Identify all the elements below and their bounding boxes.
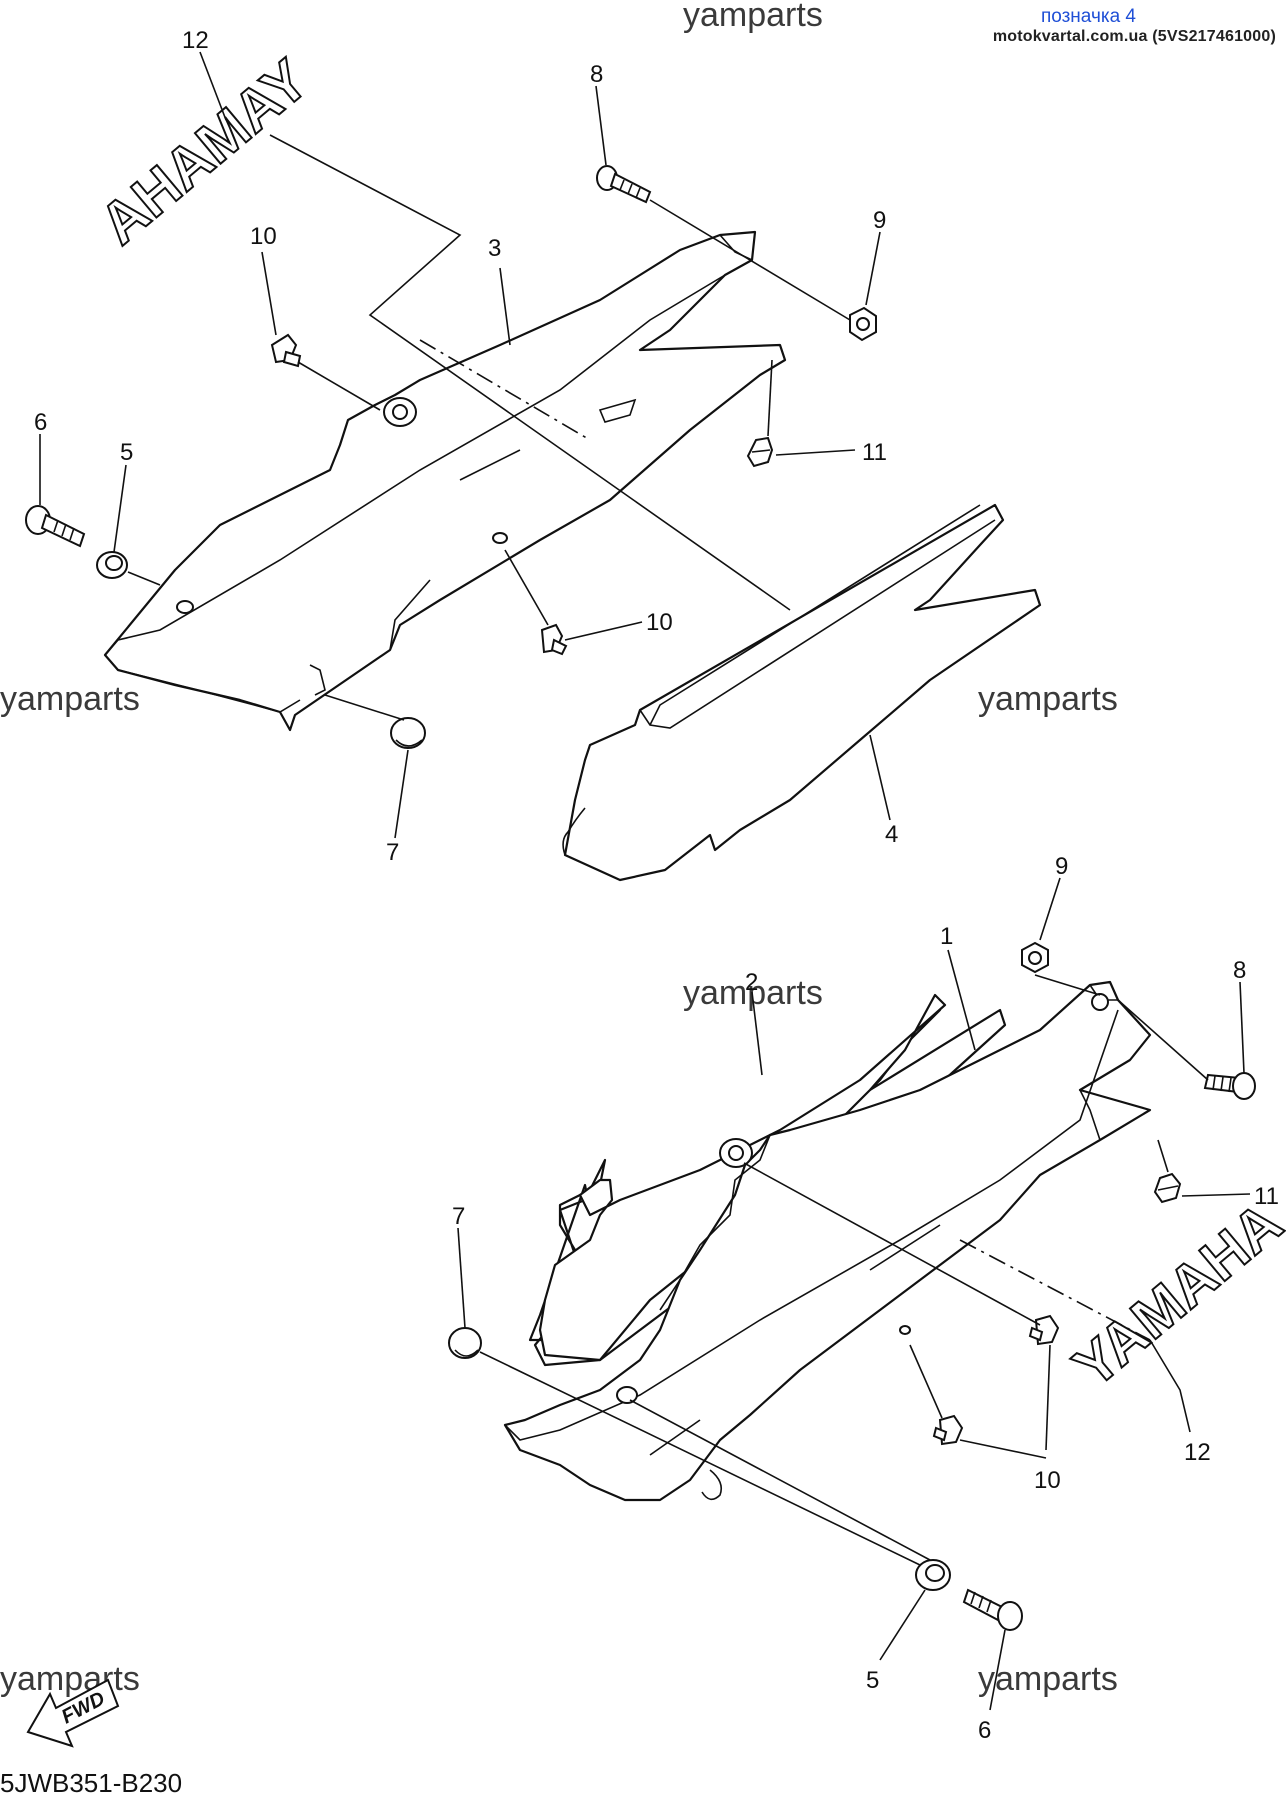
fwd-arrow-icon: FWD <box>26 1678 120 1748</box>
part-4-side-panel <box>562 503 1042 882</box>
callout-11-bottom: 11 <box>1254 1183 1279 1210</box>
clip-11-top <box>746 436 774 468</box>
callout-4: 4 <box>885 821 898 848</box>
part-1-side-cover <box>503 980 1152 1502</box>
header-source: motokvartal.com.ua (5VS217461000) <box>992 28 1276 45</box>
callout-10-top-upper: 10 <box>250 223 277 250</box>
callout-8-top: 8 <box>590 61 603 88</box>
callout-5-top: 5 <box>120 439 133 466</box>
callout-7-top: 7 <box>386 839 399 866</box>
clip-11-bottom <box>1153 1172 1182 1204</box>
bolt-8-bottom <box>1203 1072 1256 1100</box>
callout-6-top: 6 <box>34 409 47 436</box>
top-leaders <box>39 51 891 839</box>
clip-10-top-upper <box>270 333 302 368</box>
callout-12-bottom: 12 <box>1184 1439 1211 1466</box>
watermark-top: yamparts <box>683 0 823 34</box>
callout-10-top-lower: 10 <box>646 609 673 636</box>
diagram-code: 5JWB351-B230 <box>0 1768 182 1798</box>
header-label: позначка 4 <box>1040 6 1136 27</box>
callout-6-bottom: 6 <box>978 1717 991 1744</box>
decal-text-bottom: YAMAHA <box>1062 1190 1286 1400</box>
cap-7-bottom <box>448 1327 482 1359</box>
callout-8-bottom: 8 <box>1233 957 1246 984</box>
callout-5-bottom: 5 <box>866 1667 879 1694</box>
bottom-leaders <box>457 877 1251 1711</box>
bolt-6-top <box>25 505 86 548</box>
watermark-left: yamparts <box>0 680 140 718</box>
clip-10-bottom-upper <box>1028 1314 1060 1346</box>
callout-11-top: 11 <box>862 439 887 466</box>
grommet-5-top <box>96 551 128 579</box>
callout-3: 3 <box>488 235 501 262</box>
bolt-6-bottom <box>962 1588 1023 1631</box>
callout-10-bottom: 10 <box>1034 1467 1061 1494</box>
cap-7-top <box>390 717 426 749</box>
grommet-5-bottom <box>915 1559 951 1591</box>
callout-7-bottom: 7 <box>452 1203 465 1230</box>
part-3-side-cover <box>103 230 787 732</box>
callout-9-top: 9 <box>873 207 886 234</box>
watermark-right: yamparts <box>978 680 1118 718</box>
callout-12-top: 12 <box>182 27 209 54</box>
callout-2: 2 <box>745 969 758 996</box>
nut-9-top <box>849 306 877 342</box>
decal-text-top: YAMAHA <box>88 47 321 257</box>
watermark-bottom-left: yamparts <box>0 1660 140 1698</box>
clip-10-bottom-lower <box>932 1414 964 1446</box>
part-12-decal-top: YAMAHA <box>87 46 322 258</box>
nut-9-bottom <box>1021 941 1049 974</box>
watermark-bottom-right: yamparts <box>978 1660 1118 1698</box>
part-12-decal-bottom: YAMAHA <box>1061 1189 1286 1401</box>
bolt-8-top <box>596 165 652 204</box>
callout-9-bottom: 9 <box>1055 853 1068 880</box>
clip-10-top-lower <box>540 623 568 656</box>
callout-1: 1 <box>940 923 953 950</box>
